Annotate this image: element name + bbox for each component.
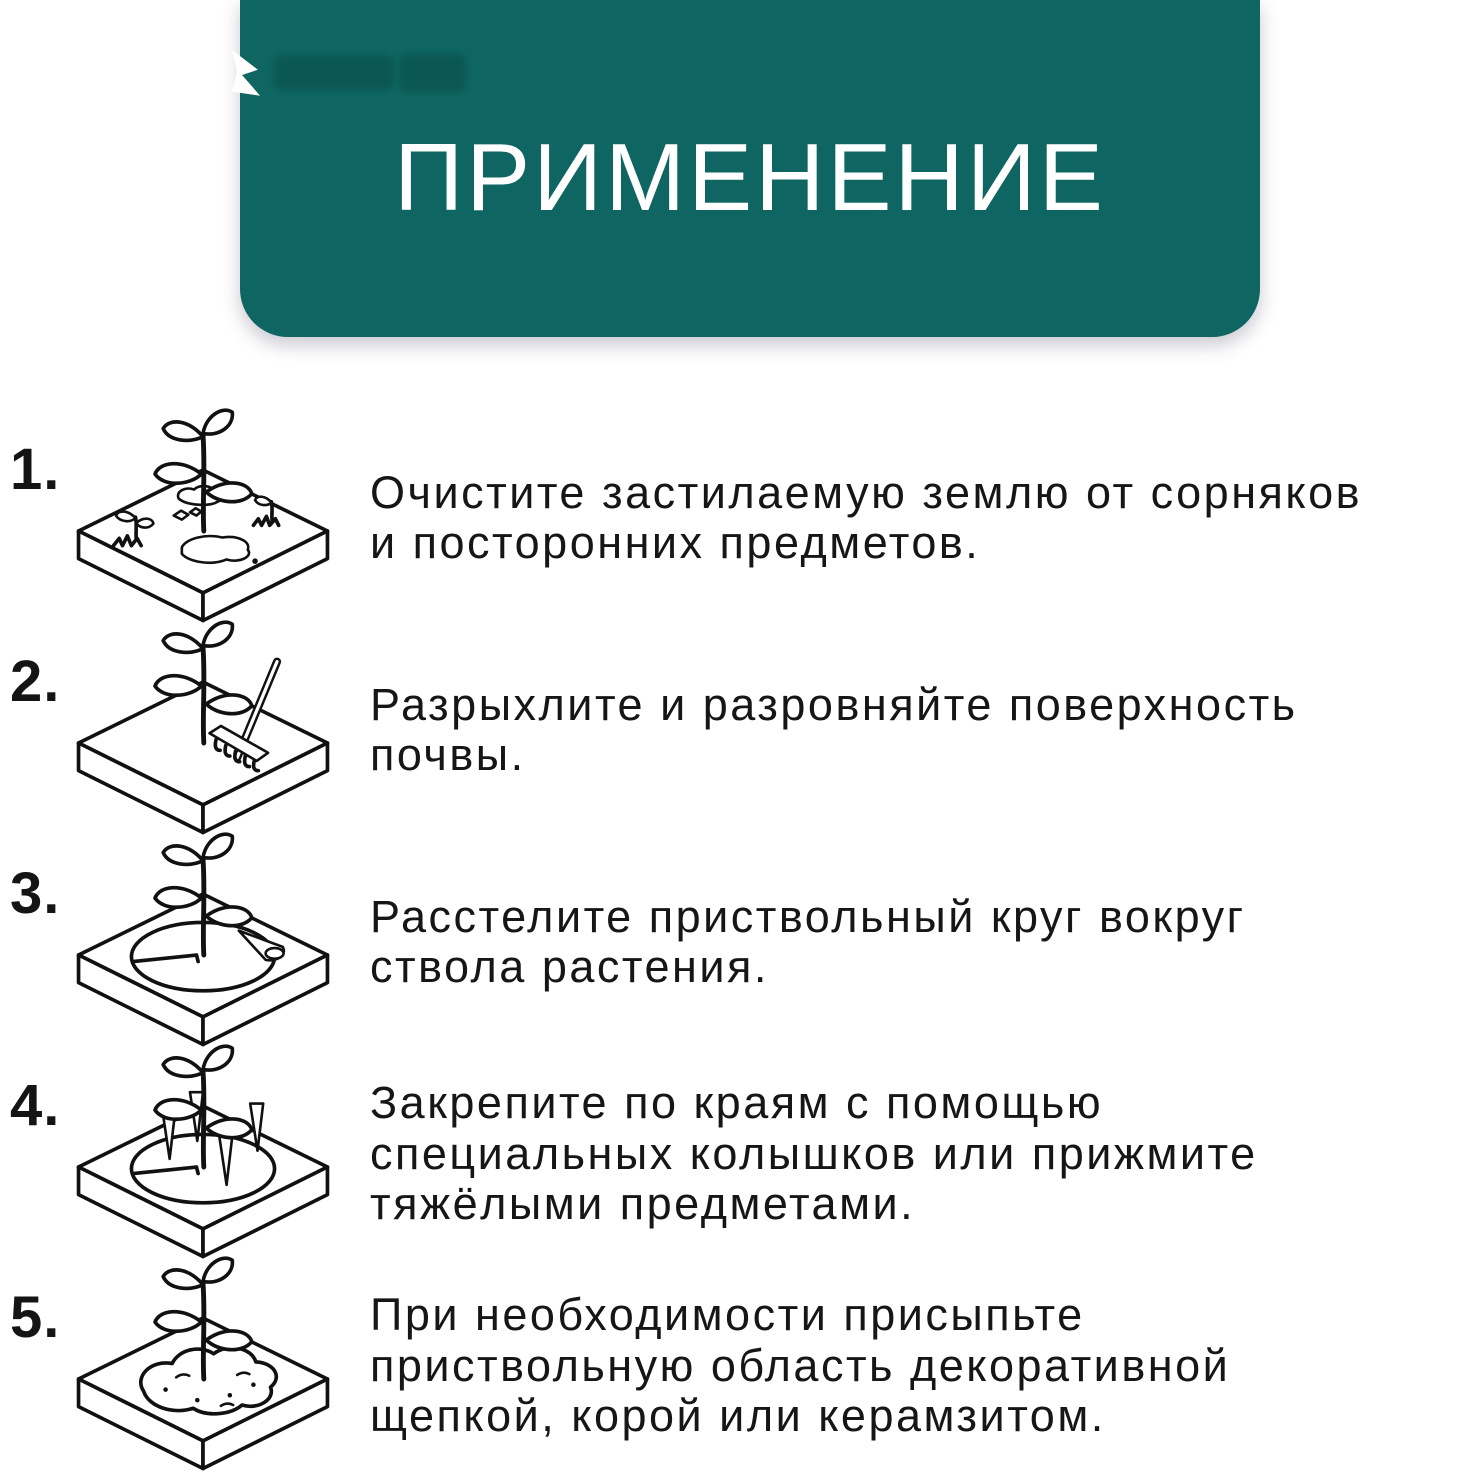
step-description: Закрепите по краям с помощью специальных… xyxy=(370,1077,1258,1230)
step-description: Расстелите приствольный круг вокруг ство… xyxy=(370,890,1246,992)
step-row-3: 3. xyxy=(0,832,1483,1048)
page-title: ПРИМЕНЕНИЕ xyxy=(394,123,1106,231)
step-description: При необходимости присыпьте приствольную… xyxy=(370,1289,1231,1442)
step-description: Разрыхлите и разровняйте поверхность поч… xyxy=(370,678,1298,780)
soil-bed-with-rake-icon xyxy=(62,620,344,836)
soil-bed-with-weeds-icon xyxy=(62,408,344,624)
steps-list: 1. xyxy=(0,408,1483,1472)
step-row-5: 5. xyxy=(0,1256,1483,1472)
soil-bed-with-mulch-icon xyxy=(62,1256,344,1472)
soil-bed-with-trunk-circle-icon xyxy=(62,832,344,1048)
step-number: 4. xyxy=(10,1073,61,1138)
step-number: 5. xyxy=(10,1285,61,1350)
step-number: 3. xyxy=(10,861,61,926)
brand-watermark xyxy=(248,42,478,104)
step-number: 1. xyxy=(10,437,61,502)
step-row-1: 1. xyxy=(0,408,1483,624)
step-number: 2. xyxy=(10,649,61,714)
step-row-2: 2. xyxy=(0,620,1483,836)
header-banner: ПРИМЕНЕНИЕ xyxy=(232,0,1260,337)
soil-bed-with-pegs-icon xyxy=(62,1044,344,1260)
step-description: Очистите застилаемую землю от сорняков и… xyxy=(370,466,1363,568)
step-row-4: 4. xyxy=(0,1044,1483,1260)
